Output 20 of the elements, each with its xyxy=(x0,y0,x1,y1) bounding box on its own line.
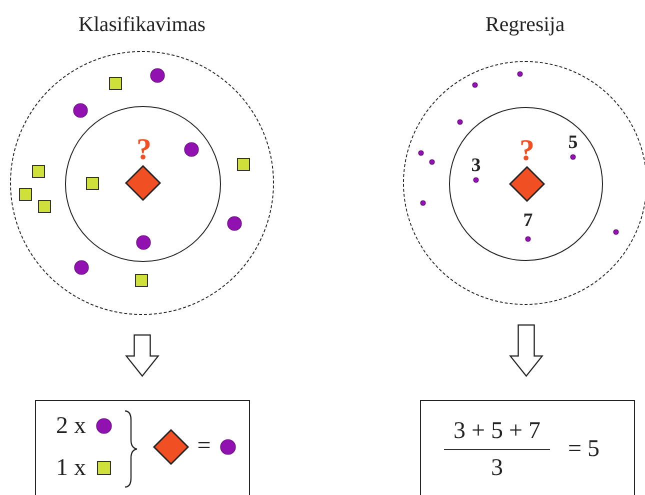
question-mark: ? xyxy=(520,136,534,166)
value-label: 3 xyxy=(471,156,481,175)
value-label: 5 xyxy=(568,133,578,152)
result-box xyxy=(35,400,250,495)
neighborhood-circle xyxy=(403,61,645,305)
nearest-neighbors-circle xyxy=(449,107,603,261)
block-arrow xyxy=(509,324,544,377)
denominator: 3 xyxy=(491,456,503,480)
question-mark: ? xyxy=(136,135,152,165)
numerator: 3 + 5 + 7 xyxy=(453,419,541,443)
result-value: = 5 xyxy=(568,437,600,461)
panel-heading: Regresija xyxy=(484,12,566,37)
count-label: 2 x xyxy=(56,414,86,438)
equals-sign: = xyxy=(197,434,211,458)
block-arrow xyxy=(125,334,160,377)
count-label: 1 x xyxy=(56,456,86,480)
neighborhood-circle xyxy=(10,51,274,315)
value-label: 7 xyxy=(523,211,533,230)
panel-heading: Klasifikavimas xyxy=(77,12,207,37)
result-box xyxy=(420,400,635,495)
